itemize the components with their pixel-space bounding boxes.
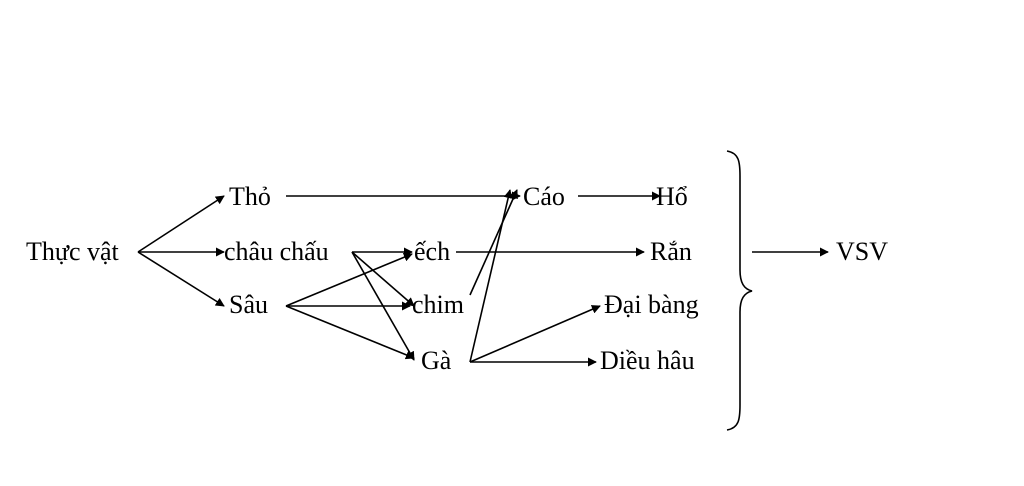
edge-thuc-vat-to-sau	[137, 251, 225, 307]
node-ran: Rắn	[650, 237, 692, 266]
node-sau: Sâu	[229, 290, 268, 319]
edge-sau-to-ga	[285, 305, 415, 360]
edges-group	[137, 189, 829, 367]
node-vsv: VSV	[836, 237, 888, 266]
node-ga: Gà	[421, 346, 452, 375]
edge-thuc-vat-to-tho	[137, 195, 225, 253]
node-ho: Hổ	[656, 182, 688, 211]
grouping-brace	[726, 150, 753, 431]
node-tho: Thỏ	[229, 182, 271, 211]
edge-ga-to-dai-bang	[469, 305, 601, 363]
edge-sau-to-ech	[285, 252, 413, 307]
edge-chau-chau-to-chim	[351, 251, 415, 307]
edge-ga-to-cao	[469, 189, 513, 363]
node-chim: chim	[412, 290, 464, 319]
node-dieu-hau: Diều hâu	[600, 346, 695, 375]
node-ech: ếch	[414, 237, 450, 266]
node-chau-chau: châu chấu	[224, 237, 329, 266]
edge-chim-to-cao	[469, 189, 518, 296]
node-dai-bang: Đại bàng	[604, 290, 699, 319]
node-thuc-vat: Thực vật	[26, 237, 120, 266]
node-cao: Cáo	[523, 182, 565, 211]
